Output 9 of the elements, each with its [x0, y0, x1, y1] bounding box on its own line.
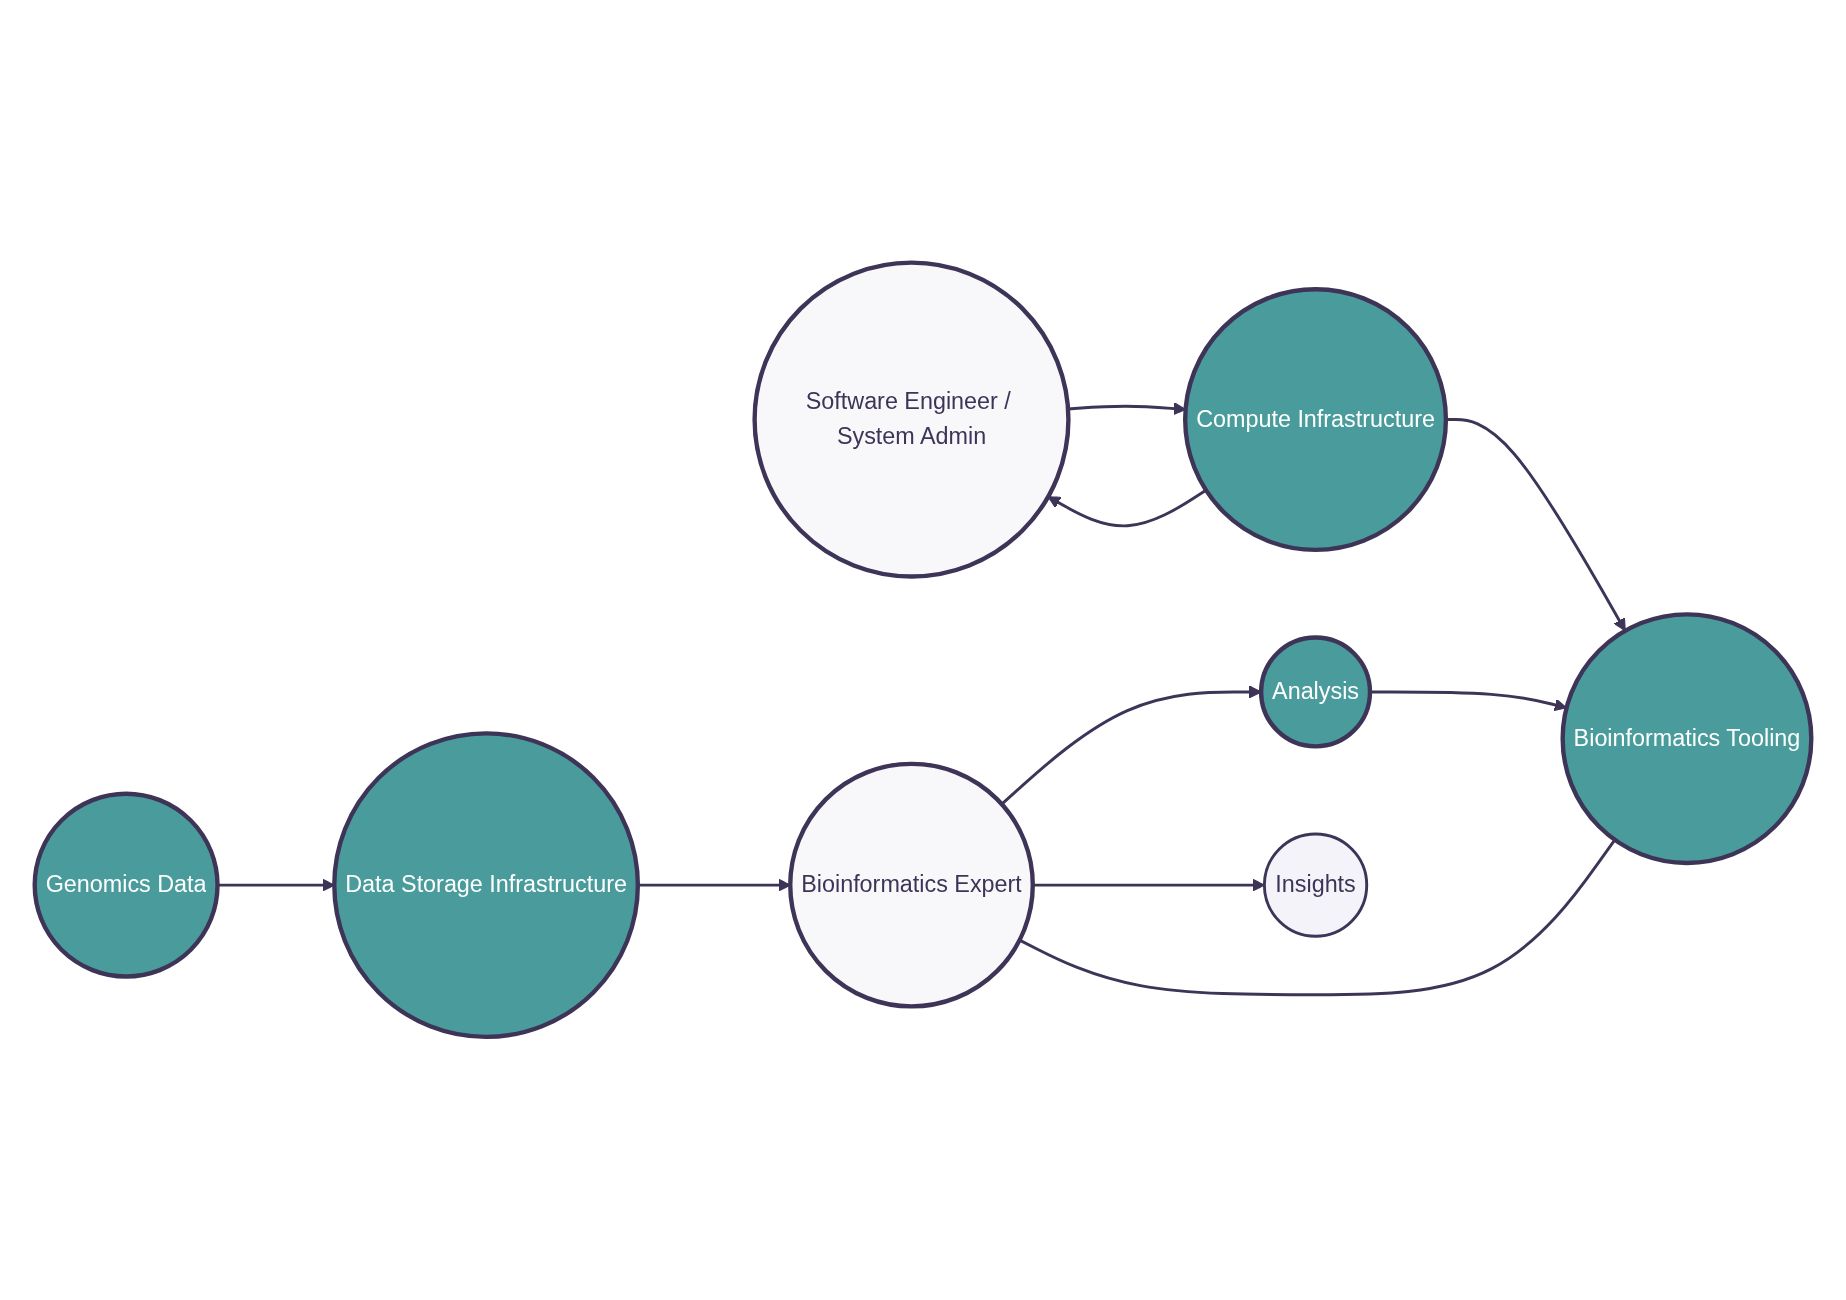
node-circle: Software Engineer / System Admin — [752, 260, 1071, 579]
node-circle: Data Storage Infrastructure — [332, 731, 641, 1040]
node-circle: Bioinformatics Tooling — [1560, 612, 1814, 866]
node-circle: Analysis — [1258, 635, 1373, 749]
node-circle: Bioinformatics Expert — [788, 761, 1035, 1009]
node-circle: Compute Infrastructure — [1183, 287, 1449, 553]
node-circle: Insights — [1262, 832, 1369, 938]
node-circle: Genomics Data — [32, 791, 220, 979]
arrow — [1047, 489, 1207, 528]
